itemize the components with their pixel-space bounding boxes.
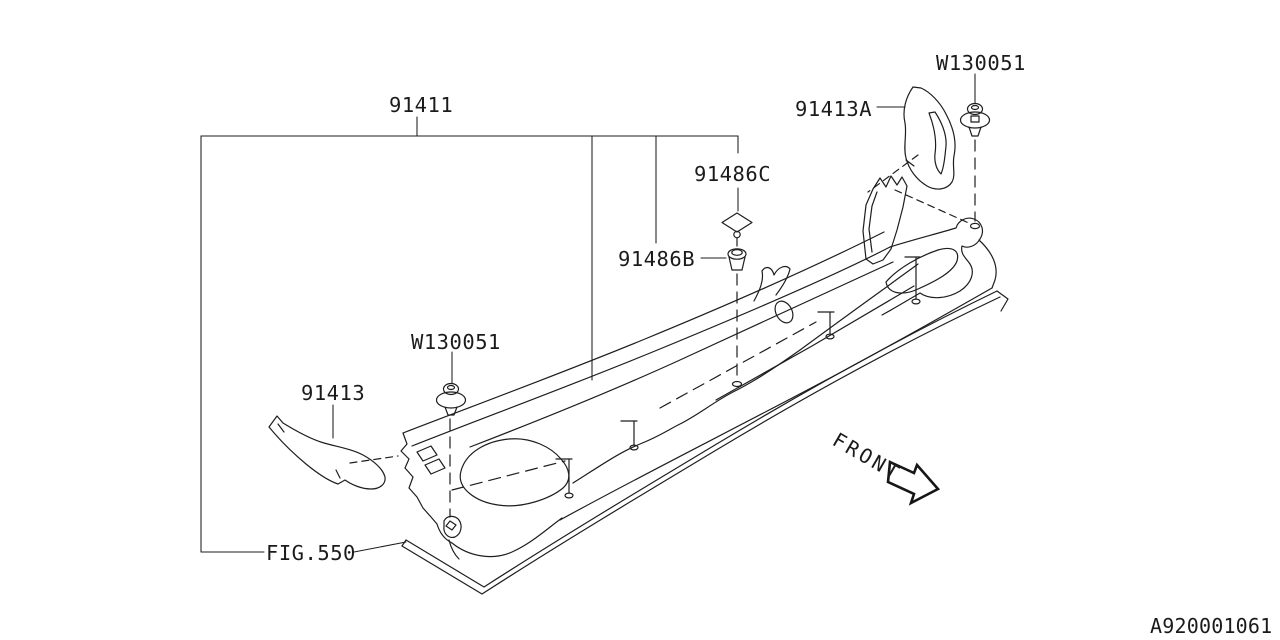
label-fig550: FIG.550	[266, 541, 356, 565]
push-clip-icon-right	[959, 102, 991, 230]
label-91413: 91413	[301, 381, 365, 405]
panel-right-edge	[978, 239, 997, 289]
label-91486c: 91486C	[694, 162, 771, 186]
dashed-link-91413	[349, 455, 399, 464]
vent-hole-lower	[424, 458, 446, 475]
corner-flap	[862, 175, 908, 265]
duct-squiggle	[753, 265, 791, 302]
label-91486b: 91486B	[618, 247, 695, 271]
label-w130051-left: W130051	[411, 330, 501, 354]
dashed-centerline-left	[451, 460, 566, 491]
label-91411: 91411	[389, 93, 453, 117]
oval-hole	[774, 300, 794, 324]
side-bracket-91413a	[903, 86, 956, 190]
right-inner-island	[885, 247, 959, 294]
tip-fastener-diamond	[445, 520, 457, 531]
panel-right-end	[881, 217, 984, 316]
dashed-centerline-right	[659, 321, 817, 409]
front-direction-arrow	[886, 460, 941, 506]
cowl-panel-drawing	[400, 175, 997, 560]
tip-lower-curl	[448, 539, 460, 560]
diamond-clip-icon	[721, 212, 753, 247]
dashed-link-corner	[894, 189, 972, 225]
grommet-icon	[727, 248, 747, 388]
leader-fig550	[353, 541, 407, 553]
bracket-left-vertical	[200, 135, 265, 553]
front-arrow-icon	[886, 460, 941, 506]
callout-bracket-lines	[200, 73, 976, 553]
panel-lower-inner-line	[715, 285, 915, 401]
panel-left-edge	[400, 432, 453, 544]
label-front: FRONT	[829, 428, 906, 486]
vent-hole-upper	[416, 445, 438, 462]
side-bracket-91413	[268, 415, 386, 490]
drawing-number: A920001061	[1150, 614, 1272, 638]
label-w130051-right: W130051	[936, 51, 1026, 75]
panel-top-fold	[411, 246, 891, 447]
panel-mid-ridge	[469, 261, 894, 448]
dashed-link-91413a	[867, 154, 919, 193]
push-clip-icon-left	[435, 382, 467, 416]
weatherstrip-fig550	[401, 290, 1009, 595]
panel-bottom-edge	[451, 517, 563, 558]
tip-fastener-blob	[443, 515, 462, 538]
label-91413a: 91413A	[795, 97, 872, 121]
panel-top-edge	[402, 231, 885, 434]
dashed-leader-lines	[349, 139, 976, 518]
panel-front-lip	[559, 287, 993, 521]
part-labels: 91411 W130051 91413A 91486C 91486B W1300…	[266, 51, 1272, 638]
duct-opening	[459, 438, 570, 507]
corner-flap-inner	[868, 191, 878, 253]
